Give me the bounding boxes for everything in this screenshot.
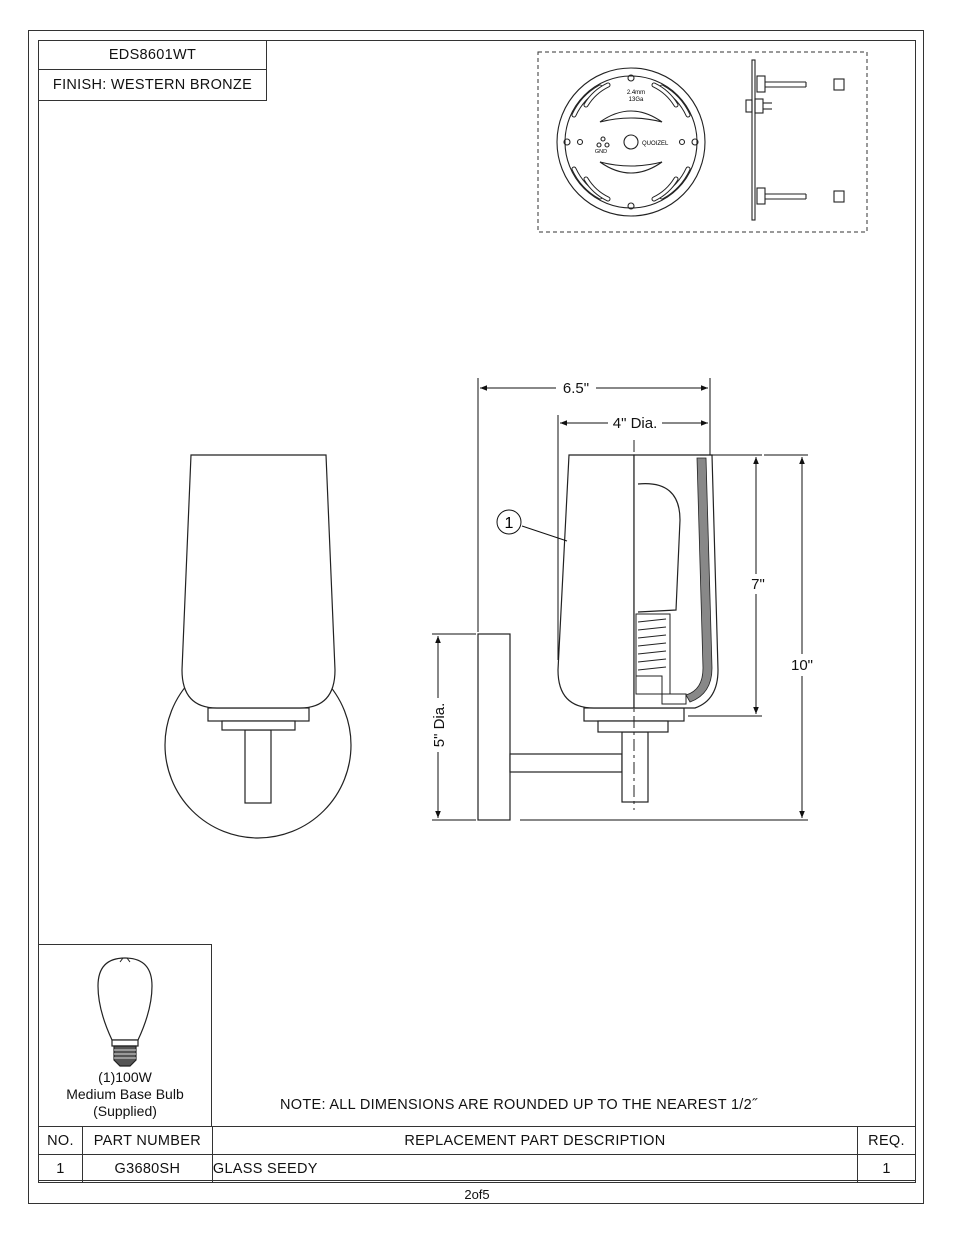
front-view (164, 454, 352, 839)
plate-gauge-text: 2.4mm (627, 90, 645, 96)
model-number: EDS8601WT (38, 40, 267, 70)
table-header-row: NO. PART NUMBER REPLACEMENT PART DESCRIP… (38, 1126, 916, 1155)
side-bulb (637, 483, 681, 613)
bulb-box: (1)100W Medium Base Bulb (Supplied) (38, 944, 212, 1127)
header-part-number: PART NUMBER (81, 1126, 213, 1155)
dim-overall-width: 6.5" (563, 380, 589, 397)
bulb-line-type: Medium Base Bulb (66, 1086, 184, 1102)
finish-label: FINISH: WESTERN BRONZE (38, 69, 267, 101)
dimension-lines (432, 378, 808, 821)
side-glass-shade (557, 454, 635, 709)
plate-side-profile (745, 59, 845, 221)
row-description: GLASS SEEDY (211, 1154, 859, 1183)
side-arm-post (621, 731, 649, 803)
side-holder-cup (597, 720, 669, 733)
outer-frame (28, 30, 924, 1204)
front-arm (244, 729, 272, 804)
plate-gnd-text: GND (595, 149, 607, 155)
row-req: 1 (857, 1154, 916, 1183)
row-no: 1 (38, 1154, 83, 1183)
callout-circle (496, 509, 522, 535)
front-glass-shade (181, 454, 336, 709)
mounting-plate-detail: 2.4mm 13Ga GND QUOIZEL (537, 51, 868, 233)
dim-overall-height: 10" (791, 657, 813, 674)
bulb-line-wattage: (1)100W (98, 1069, 152, 1085)
dim-shade-dia: 4" Dia. (613, 415, 658, 432)
bulb-description: (1)100W Medium Base Bulb (Supplied) (39, 1069, 211, 1120)
crossbar-plate (556, 67, 706, 217)
callout-number: 1 (505, 515, 514, 532)
front-holder-cup (221, 720, 296, 731)
side-backplate (477, 633, 511, 821)
header-req: REQ. (857, 1126, 916, 1155)
side-socket (635, 613, 687, 705)
page-number: 2of5 (464, 1187, 490, 1202)
side-view (477, 440, 719, 821)
table-row: 1 G3680SH GLASS SEEDY 1 (38, 1154, 916, 1183)
replacement-parts-table: NO. PART NUMBER REPLACEMENT PART DESCRIP… (38, 1126, 916, 1183)
header-description: REPLACEMENT PART DESCRIPTION (211, 1126, 859, 1155)
bulb-line-supplied: (Supplied) (93, 1103, 157, 1119)
plate-ga-text: 13Ga (629, 97, 644, 103)
front-holder-ring (207, 707, 310, 722)
header-no: NO. (38, 1126, 83, 1155)
dim-backplate-dia: 5" Dia. (431, 703, 448, 748)
side-glass-wall-hatch (685, 457, 713, 703)
dim-shade-height: 7" (751, 576, 765, 593)
dimensions-note: NOTE: ALL DIMENSIONS ARE ROUNDED UP TO T… (280, 1097, 758, 1113)
plate-brand-text: QUOIZEL (642, 141, 669, 147)
bulb-illustration (97, 957, 153, 1067)
row-part-number: G3680SH (81, 1154, 213, 1183)
side-arm (509, 753, 623, 773)
